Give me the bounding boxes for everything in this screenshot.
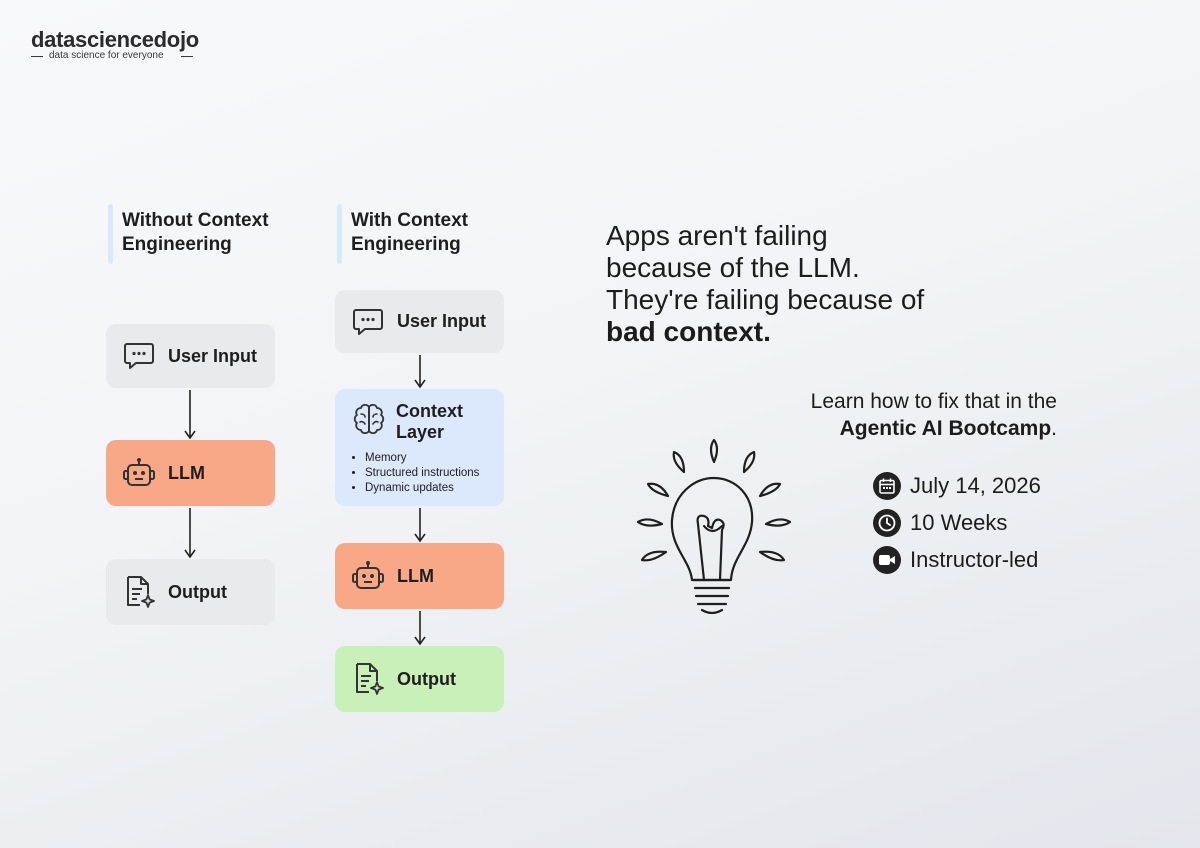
date-row: July 14, 2026 [873,472,1041,500]
context-bullet-structured-instructions: Structured instructions [365,466,504,481]
right-column-accent-bar [337,204,342,264]
left-user-input-label: User Input [168,345,258,366]
calendar-icon [873,472,901,500]
bootcamp-cta: Learn how to fix that in the Agentic AI … [810,390,1057,440]
left-output-label: Output [168,581,227,602]
bootcamp-name: Agentic AI Bootcamp [839,417,1052,440]
left-llm-box: LLM [106,440,275,506]
context-layer-title: Context Layer [396,401,463,442]
logo-wordmark: datasciencedojo [31,27,199,52]
arrow-down-icon [414,508,426,543]
logo-rule-left [31,56,43,57]
arrow-down-icon [414,355,426,389]
duration-text: 10 Weeks [910,510,1008,535]
left-column-accent-bar [108,204,113,264]
right-output-label: Output [397,668,456,689]
context-layer-box: Context Layer Memory Structured instruct… [335,389,504,506]
video-icon [873,546,901,574]
right-llm-label: LLM [397,565,434,586]
right-user-input-box: User Input [335,290,504,353]
right-column-title: With Context Engineering [351,210,468,255]
lightbulb-icon [636,438,792,614]
logo-rule-right [181,56,193,57]
left-column-title: Without Context Engineering [122,210,269,255]
date-text: July 14, 2026 [910,473,1041,498]
arrow-down-icon [184,390,196,440]
context-bullet-dynamic-updates: Dynamic updates [365,481,504,496]
duration-row: 10 Weeks [873,509,1007,537]
left-user-input-box: User Input [106,324,275,388]
headline: Apps aren't failing because of the LLM. … [606,220,925,347]
right-output-box: Output [335,646,504,712]
context-layer-bullets: Memory Structured instructions Dynamic u… [351,451,504,496]
right-llm-box: LLM [335,543,504,609]
arrow-down-icon [184,508,196,559]
document-sparkle-icon [351,662,385,696]
logo-tagline: data science for everyone [49,50,164,61]
left-output-box: Output [106,559,275,625]
chat-icon [122,339,156,373]
format-row: Instructor-led [873,546,1038,574]
robot-icon [351,559,385,593]
format-text: Instructor-led [910,547,1039,572]
clock-icon [873,509,901,537]
document-sparkle-icon [122,575,156,609]
robot-icon [122,456,156,490]
context-bullet-memory: Memory [365,451,504,466]
brain-icon [351,401,387,441]
left-llm-label: LLM [168,462,205,483]
right-user-input-label: User Input [397,311,487,331]
arrow-down-icon [414,611,426,646]
chat-icon [351,305,385,339]
